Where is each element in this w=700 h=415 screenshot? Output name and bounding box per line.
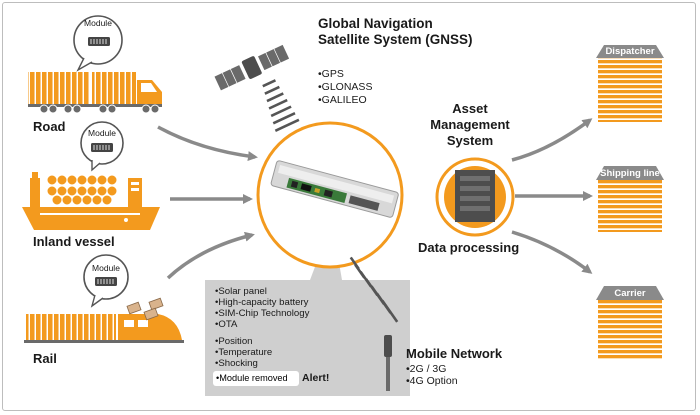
carrier-building xyxy=(596,286,664,360)
mobile-option-4g: •4G Option xyxy=(406,375,458,387)
sensor-temperature: •Temperature xyxy=(215,347,273,358)
alert-label: Alert! xyxy=(302,372,330,384)
dispatcher-label: Dispatcher xyxy=(605,46,655,57)
arrow-rail-to-device xyxy=(166,231,255,280)
tracking-device xyxy=(256,121,404,269)
feature-solar-panel: •Solar panel xyxy=(215,286,267,297)
dispatcher-building xyxy=(596,45,664,122)
feature-ota: •OTA xyxy=(215,319,238,330)
antenna-icon xyxy=(384,335,392,391)
server-icon xyxy=(435,157,515,237)
feature-sim-chip: •SIM-Chip Technology xyxy=(215,308,310,319)
module-bubble-road xyxy=(73,15,123,72)
module-removed-badge: •Module removed xyxy=(213,371,299,386)
shipping-line-building xyxy=(596,166,664,232)
asset-management-title: Asset Management System xyxy=(415,101,525,149)
feature-battery: •High-capacity battery xyxy=(215,297,309,308)
asset-title-line1: Asset xyxy=(452,101,488,116)
callout-box xyxy=(205,222,410,396)
gnss-title-line1: Global Navigation xyxy=(318,16,433,31)
shipping-line-label: Shipping line xyxy=(600,168,660,179)
road-label: Road xyxy=(33,119,66,134)
mobile-network-title: Mobile Network xyxy=(406,346,503,361)
gnss-system-glonass: •GLONASS xyxy=(318,81,373,93)
carrier-label: Carrier xyxy=(614,288,646,299)
module-label-rail: Module xyxy=(92,263,120,273)
mobile-signal-waves xyxy=(349,256,399,323)
rail-label: Rail xyxy=(33,351,57,366)
sensor-position: •Position xyxy=(215,336,253,347)
gnss-title: Global Navigation Satellite System (GNSS… xyxy=(318,16,518,48)
asset-title-line3: System xyxy=(446,133,494,148)
module-bubble-vessel xyxy=(80,121,124,172)
inland-vessel-label: Inland vessel xyxy=(33,234,115,249)
device-features-list: •Solar panel •High-capacity battery •SIM… xyxy=(215,286,309,330)
truck-icon xyxy=(28,72,162,114)
asset-title-line2: Management xyxy=(430,117,510,132)
satellite-icon xyxy=(213,43,291,92)
module-label-vessel: Module xyxy=(88,128,116,138)
device-sensors-list: •Position •Temperature •Shocking xyxy=(215,336,272,369)
mobile-option-2g3g: •2G / 3G xyxy=(406,363,447,375)
train-icon xyxy=(24,297,184,343)
arrow-road-to-device xyxy=(157,125,258,162)
gnss-system-galileo: •GALILEO xyxy=(318,94,367,106)
arrow-to-carrier xyxy=(511,230,593,274)
ship-icon xyxy=(22,172,160,230)
data-processing-label: Data processing xyxy=(418,240,520,255)
sensor-shocking: •Shocking xyxy=(215,358,258,369)
mobile-network-options: •2G / 3G •4G Option xyxy=(406,363,458,387)
gnss-signal-waves xyxy=(262,79,300,132)
gnss-title-line2: Satellite System (GNSS) xyxy=(318,32,473,47)
module-label-road: Module xyxy=(84,18,112,28)
module-bubble-rail xyxy=(83,254,129,308)
gnss-system-gps: •GPS xyxy=(318,68,344,80)
gnss-systems-list: •GPS •GLONASS •GALILEO xyxy=(318,68,372,107)
arrow-to-dispatcher xyxy=(511,118,593,162)
